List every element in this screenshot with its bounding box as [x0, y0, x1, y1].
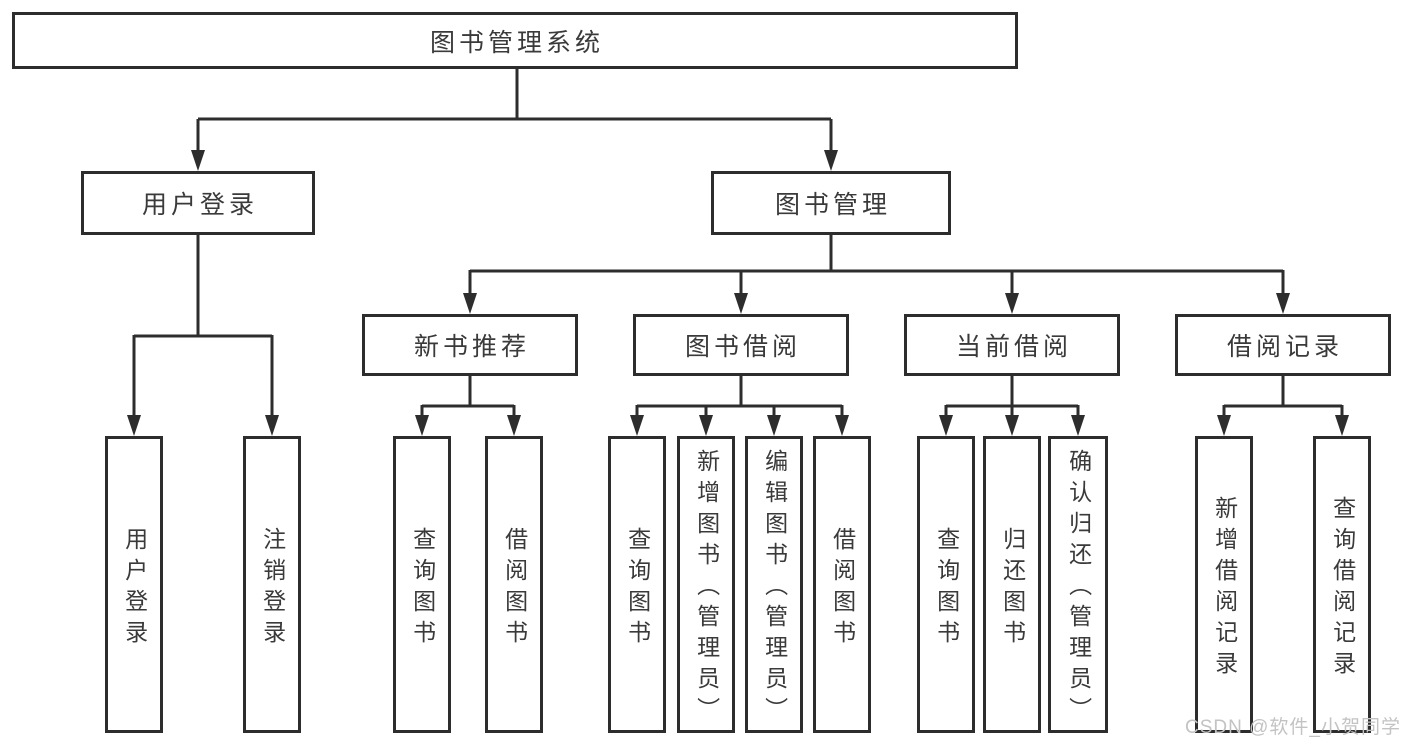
arrowhead: [1276, 293, 1290, 314]
leaf-label: 用户登录: [121, 526, 148, 651]
arrowhead: [734, 293, 748, 314]
leaf-label: 查询图书: [409, 526, 436, 651]
leaf-label: 编辑图书（管理员）: [761, 449, 788, 728]
arrowhead: [191, 150, 205, 171]
arrowhead: [1217, 415, 1231, 436]
leaf-label: 确认归还（管理员）: [1065, 449, 1092, 728]
node-query-books-recommend: 查询图书: [393, 436, 451, 733]
node-logout: 注销登录: [243, 436, 301, 733]
node-borrow-books: 借阅图书: [813, 436, 871, 733]
leaf-label: 查询借阅记录: [1329, 495, 1356, 682]
arrowhead: [463, 293, 477, 314]
arrowhead: [1335, 415, 1349, 436]
node-book-borrowing: 图书借阅: [633, 314, 849, 376]
arrowhead: [1005, 415, 1019, 436]
leaf-label: 归还图书: [999, 526, 1026, 651]
arrowhead: [699, 415, 713, 436]
arrowhead: [630, 415, 644, 436]
arrowhead: [767, 415, 781, 436]
node-user-login-leaf: 用户登录: [105, 436, 163, 733]
arrowhead: [1005, 293, 1019, 314]
arrowhead: [824, 150, 838, 171]
arrowhead: [265, 415, 279, 436]
leaf-label: 新增借阅记录: [1211, 495, 1238, 682]
node-library-management-system: 图书管理系统: [12, 12, 1018, 69]
node-book-management: 图书管理: [711, 171, 951, 235]
leaf-label: 借阅图书: [829, 526, 856, 651]
arrowhead: [415, 415, 429, 436]
csdn-watermark: CSDN @软件_小贺同学: [1185, 717, 1401, 738]
node-edit-books-admin: 编辑图书（管理员）: [745, 436, 803, 733]
leaf-label: 注销登录: [259, 526, 286, 651]
node-new-book-recommendation: 新书推荐: [362, 314, 578, 376]
arrowhead: [127, 415, 141, 436]
node-confirm-return-admin: 确认归还（管理员）: [1048, 436, 1108, 733]
node-query-books-current: 查询图书: [917, 436, 975, 733]
arrowhead: [1071, 415, 1085, 436]
leaf-label: 借阅图书: [501, 526, 528, 651]
node-borrowing-records: 借阅记录: [1175, 314, 1391, 376]
arrowheads: [127, 150, 1349, 436]
node-return-books: 归还图书: [983, 436, 1041, 733]
leaf-label: 新增图书（管理员）: [693, 449, 720, 728]
node-user-login: 用户登录: [81, 171, 315, 235]
node-query-borrow-record: 查询借阅记录: [1313, 436, 1371, 733]
leaf-label: 查询图书: [933, 526, 960, 651]
arrowhead: [939, 415, 953, 436]
node-add-books-admin: 新增图书（管理员）: [677, 436, 735, 733]
arrowhead: [507, 415, 521, 436]
arrowhead: [835, 415, 849, 436]
node-query-books-borrow: 查询图书: [608, 436, 666, 733]
connector-stems: [132, 68, 1344, 417]
node-current-borrowing: 当前借阅: [904, 314, 1120, 376]
leaf-label: 查询图书: [624, 526, 651, 651]
node-add-borrow-record: 新增借阅记录: [1195, 436, 1253, 733]
node-borrow-books-recommend: 借阅图书: [485, 436, 543, 733]
